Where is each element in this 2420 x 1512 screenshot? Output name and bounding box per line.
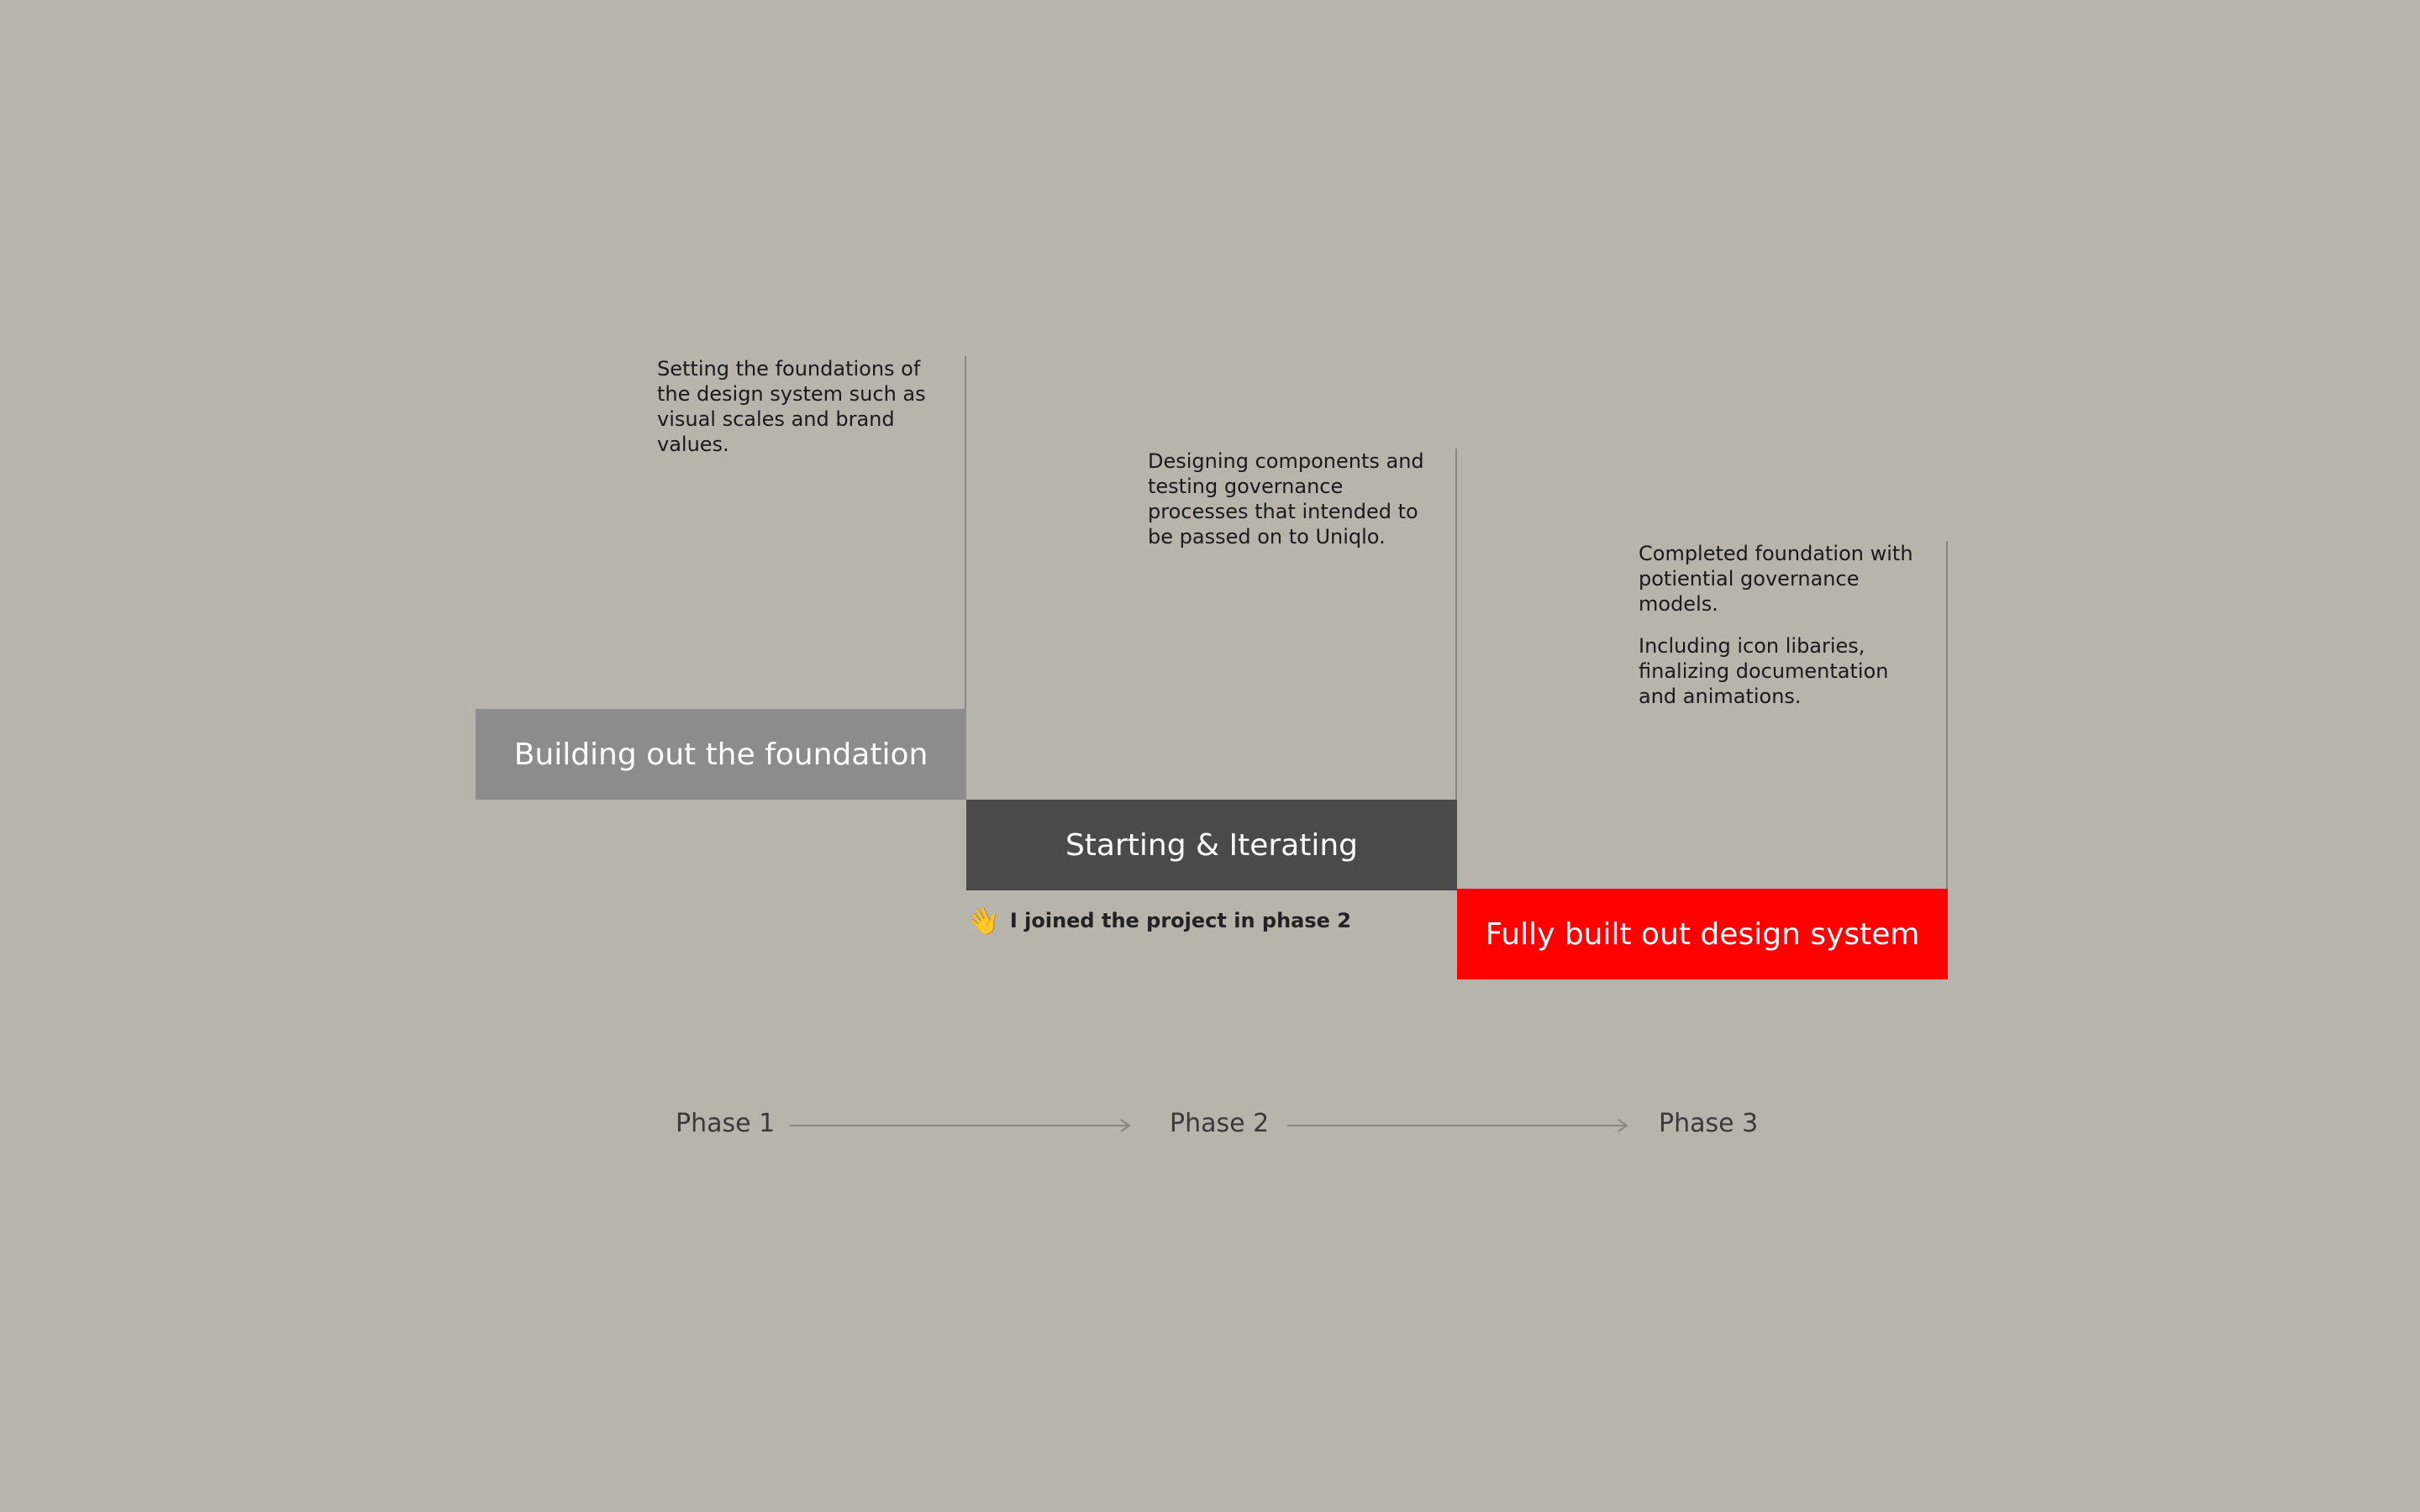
arrow-right-icon [790, 1119, 1131, 1132]
joined-note: 👋 I joined the project in phase 2 [966, 906, 1351, 936]
phase3-description-paragraph-1: Completed foundation with potiential gov… [1639, 542, 1913, 616]
divider-line-phase3 [1946, 541, 1948, 890]
phase-label-1: Phase 1 [676, 1109, 776, 1138]
phase2-description: Designing components and testing governa… [1148, 449, 1424, 549]
joined-note-text: I joined the project in phase 2 [1009, 909, 1351, 932]
phase3-description: Completed foundation with potiential gov… [1639, 541, 1916, 709]
phase-label-2: Phase 2 [1170, 1109, 1270, 1138]
arrow-right-icon [1287, 1119, 1628, 1132]
step-bar-iterating: Starting & Iterating [966, 800, 1457, 890]
phase1-description: Setting the foundations of the design sy… [657, 357, 926, 456]
phase-label-3: Phase 3 [1659, 1109, 1759, 1138]
step-bar-design-system: Fully built out design system [1457, 889, 1948, 979]
waving-hand-icon: 👋 [966, 905, 1000, 937]
divider-line-phase2 [1455, 449, 1457, 801]
divider-line-phase1 [965, 356, 966, 711]
phase3-description-paragraph-2: Including icon libaries, finalizing docu… [1639, 634, 1889, 708]
step-label-iterating: Starting & Iterating [1065, 827, 1359, 863]
step-label-foundation: Building out the foundation [513, 737, 929, 772]
step-bar-foundation: Building out the foundation [476, 709, 966, 800]
step-label-design-system: Fully built out design system [1485, 916, 1920, 952]
